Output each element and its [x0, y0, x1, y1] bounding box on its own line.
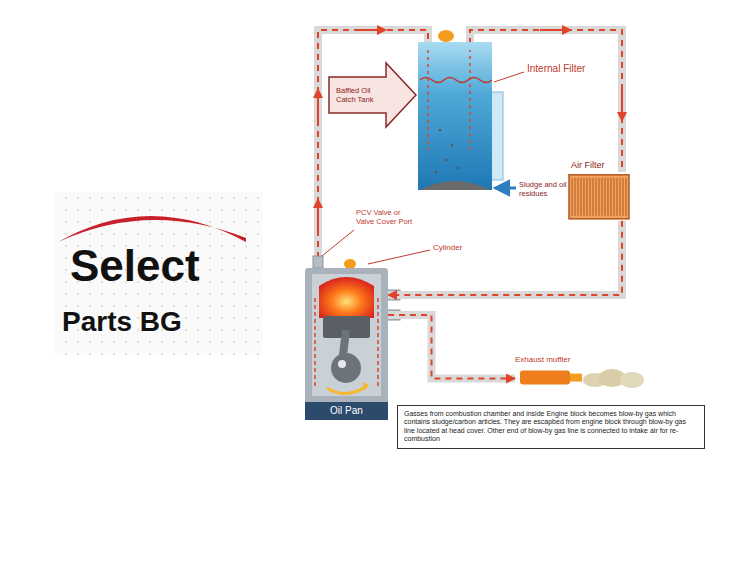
exhaust-smoke [620, 372, 644, 388]
filter-element [596, 178, 597, 216]
part-label: Internal Filter [527, 63, 617, 75]
muffler-body [570, 374, 582, 382]
filter-element [584, 178, 585, 216]
hose-fitting [313, 256, 323, 268]
filter-element [572, 178, 573, 216]
leader-line [322, 230, 354, 256]
node-label: Oil Pan [305, 402, 388, 420]
engine-part [377, 298, 379, 386]
engine-part [338, 360, 346, 368]
catch-tank [427, 50, 429, 150]
muffler-body [520, 371, 570, 385]
filter-element [611, 178, 612, 216]
exhaust-muffler: Exhaust muffler [515, 355, 595, 387]
caption-text: Gasses from combustion chamber and insid… [404, 410, 698, 444]
engine-part [363, 382, 369, 391]
filter-element [623, 178, 624, 216]
hose-fitting [344, 259, 356, 269]
blow-by-hose [317, 200, 319, 230]
part-label: Cylinder [433, 243, 493, 252]
hose-body [388, 221, 622, 295]
air-filter: Air Filter [565, 160, 633, 221]
engine-part [312, 274, 381, 396]
leader-line [496, 187, 516, 190]
intake-hose [621, 90, 623, 120]
hose-connector [388, 221, 622, 295]
filter-element [608, 178, 609, 216]
hose-body [388, 315, 515, 379]
intake-hose [540, 29, 570, 31]
flow-line [388, 315, 515, 379]
logo-panel [55, 192, 262, 355]
blow-by-hose [317, 90, 319, 120]
caption-box: Gasses from combustion chamber and insid… [397, 405, 705, 449]
node-label: Air Filter [565, 160, 633, 171]
filter-element [605, 178, 606, 216]
engine-part [327, 386, 367, 394]
node-label: Baffled Oil Catch Tank [336, 86, 384, 104]
catch-tank [469, 50, 471, 150]
catch-tank [457, 167, 459, 169]
catch-tank [420, 78, 492, 83]
callout-arrow: Baffled Oil Catch Tank [328, 62, 418, 128]
filter-element [587, 178, 588, 216]
catch-tank [445, 159, 447, 161]
arrow-outline [329, 63, 416, 127]
part-label: Sludge and oil residues [519, 181, 581, 198]
filter-element [575, 178, 576, 216]
flow-line [388, 221, 622, 295]
filter-element [590, 178, 591, 216]
catch-tank [420, 181, 490, 190]
leader-line [368, 250, 430, 264]
node-label: Exhaust muffler [515, 355, 595, 365]
engine-illustration [305, 268, 388, 420]
engine-block: Oil Pan [305, 268, 388, 420]
filter-element [593, 178, 594, 216]
engine-part [319, 277, 374, 318]
leader-line [494, 72, 524, 82]
filter-element [617, 178, 618, 216]
filter-element [569, 175, 629, 219]
blow-by-hose [318, 30, 428, 258]
logo-panel [55, 192, 262, 355]
catch-tank [418, 42, 492, 190]
filter-element [578, 178, 579, 216]
hose-connector [388, 315, 515, 379]
part-label: PCV Valve or Valve Cover Port [356, 209, 418, 226]
filter-element [614, 178, 615, 216]
filter-element [602, 178, 603, 216]
catch-tank [418, 30, 503, 190]
catch-tank [438, 30, 454, 42]
engine-part [305, 268, 388, 420]
filter-element [581, 178, 582, 216]
blow-by-hose [360, 29, 385, 31]
engine-part [331, 353, 361, 383]
filter-element [599, 178, 600, 216]
filter-element [626, 178, 627, 216]
catch-tank [435, 171, 437, 173]
logo-text: Select [70, 241, 240, 292]
catch-tank [451, 144, 453, 146]
exhaust-smoke [583, 369, 644, 388]
logo-panel [55, 192, 262, 355]
leader-line [322, 72, 524, 264]
engine-part [314, 298, 316, 386]
logo-text: Parts BG [62, 306, 252, 338]
logo-panel [58, 216, 246, 242]
blow-by-hose [318, 30, 428, 258]
filter-element [620, 178, 621, 216]
catch-tank [439, 129, 441, 131]
blow-by-hose [318, 30, 428, 258]
